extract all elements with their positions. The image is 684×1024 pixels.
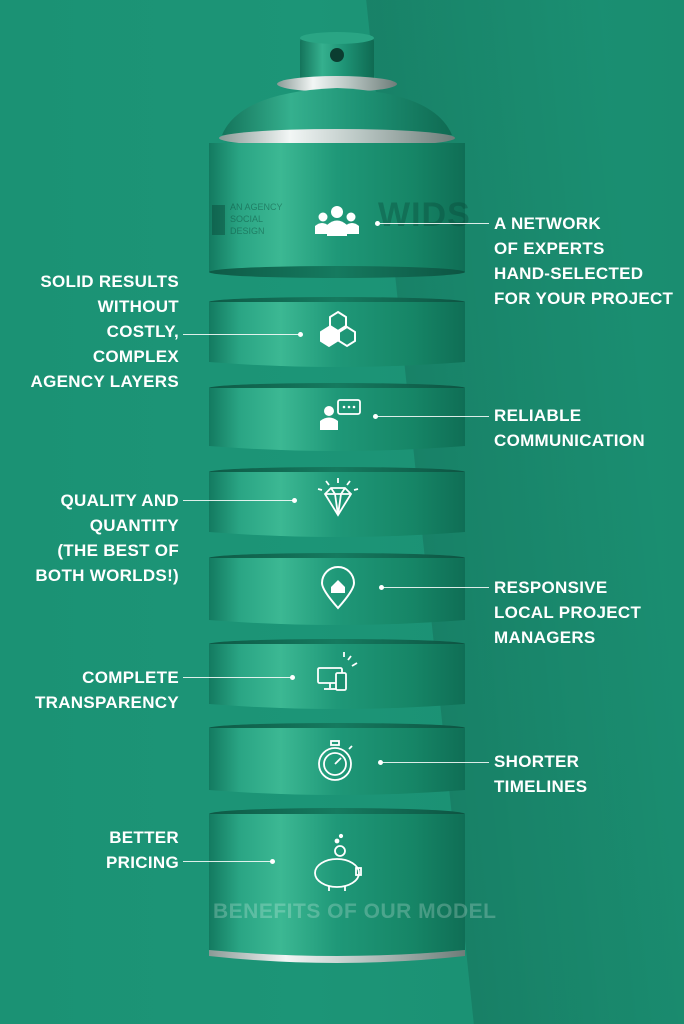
benefit-line: COSTLY, (106, 322, 179, 341)
location-home-icon (320, 566, 356, 610)
connector-team (377, 223, 489, 224)
chat-icon (320, 399, 361, 430)
brand-line-2: SOCIAL (230, 214, 264, 224)
benefit-line: OF EXPERTS (494, 239, 605, 258)
benefit-local-managers: RESPONSIVE LOCAL PROJECT MANAGERS (494, 575, 641, 650)
brand-logo-block (212, 205, 225, 235)
hexagons-icon (320, 310, 356, 348)
can-band-6 (209, 723, 465, 795)
benefit-line: COMPLETE (82, 668, 179, 687)
benefit-line: SOLID RESULTS (40, 272, 179, 291)
connector-dot (378, 760, 383, 765)
benefit-line: (THE BEST OF (57, 541, 179, 560)
benefit-line: MANAGERS (494, 628, 596, 647)
connector-chat (375, 416, 489, 417)
brand-mark: WIDS (378, 196, 471, 234)
connector-location (381, 587, 489, 588)
benefit-line: QUALITY AND (60, 491, 179, 510)
benefit-line: RESPONSIVE (494, 578, 608, 597)
benefit-quality-quantity: QUALITY AND QUANTITY (THE BEST OF BOTH W… (35, 488, 179, 588)
brand-line-3: DESIGN (230, 226, 265, 236)
connector-dot (375, 221, 380, 226)
benefit-transparency: COMPLETE TRANSPARENCY (35, 665, 179, 715)
can-footer-text: BENEFITS OF OUR MODEL (213, 900, 497, 923)
connector-dot (270, 859, 275, 864)
benefit-line: SHORTER (494, 752, 580, 771)
benefit-line: PRICING (106, 853, 179, 872)
benefit-line: COMPLEX (92, 347, 179, 366)
connector-piggy (183, 861, 273, 862)
connector-stopwatch (380, 762, 489, 763)
brand-tagline: AN AGENCY SOCIAL DESIGN (230, 201, 283, 237)
benefit-line: TRANSPARENCY (34, 693, 179, 712)
benefit-line: HAND-SELECTED (494, 264, 644, 283)
connector-diamond (183, 500, 295, 501)
brand-line-1: AN AGENCY (230, 202, 283, 212)
benefit-line: AGENCY LAYERS (30, 372, 179, 391)
connector-hexagons (183, 334, 301, 335)
can-band-2 (209, 383, 465, 451)
benefit-line: WITHOUT (97, 297, 179, 316)
benefit-solid-results: SOLID RESULTS WITHOUT COSTLY, COMPLEX AG… (31, 269, 179, 394)
diamond-icon (317, 478, 359, 517)
connector-dot (373, 414, 378, 419)
benefit-timelines: SHORTER TIMELINES (494, 749, 587, 799)
connector-devices (183, 677, 293, 678)
connector-dot (379, 585, 384, 590)
benefit-line: QUANTITY (89, 516, 179, 535)
benefit-line: LOCAL PROJECT (494, 603, 642, 622)
stopwatch-icon (318, 740, 353, 781)
benefit-line: A NETWORK (494, 214, 601, 233)
benefit-line: RELIABLE (494, 406, 582, 425)
piggy-bank-icon (314, 833, 362, 891)
benefit-communication: RELIABLE COMMUNICATION (494, 403, 645, 453)
benefit-line: COMMUNICATION (494, 431, 645, 450)
can-band-7 (209, 808, 465, 963)
benefit-expert-network: A NETWORK OF EXPERTS HAND-SELECTED FOR Y… (494, 211, 673, 311)
connector-dot (298, 332, 303, 337)
team-icon (315, 206, 359, 236)
connector-dot (292, 498, 297, 503)
benefit-line: FOR YOUR PROJECT (494, 289, 674, 308)
can-dome (222, 88, 452, 135)
devices-icon (317, 652, 358, 691)
connector-dot (290, 675, 295, 680)
benefit-line: BETTER (109, 828, 179, 847)
benefit-line: BOTH WORLDS!) (35, 566, 179, 585)
benefit-pricing: BETTER PRICING (106, 825, 179, 875)
benefit-line: TIMELINES (494, 777, 588, 796)
